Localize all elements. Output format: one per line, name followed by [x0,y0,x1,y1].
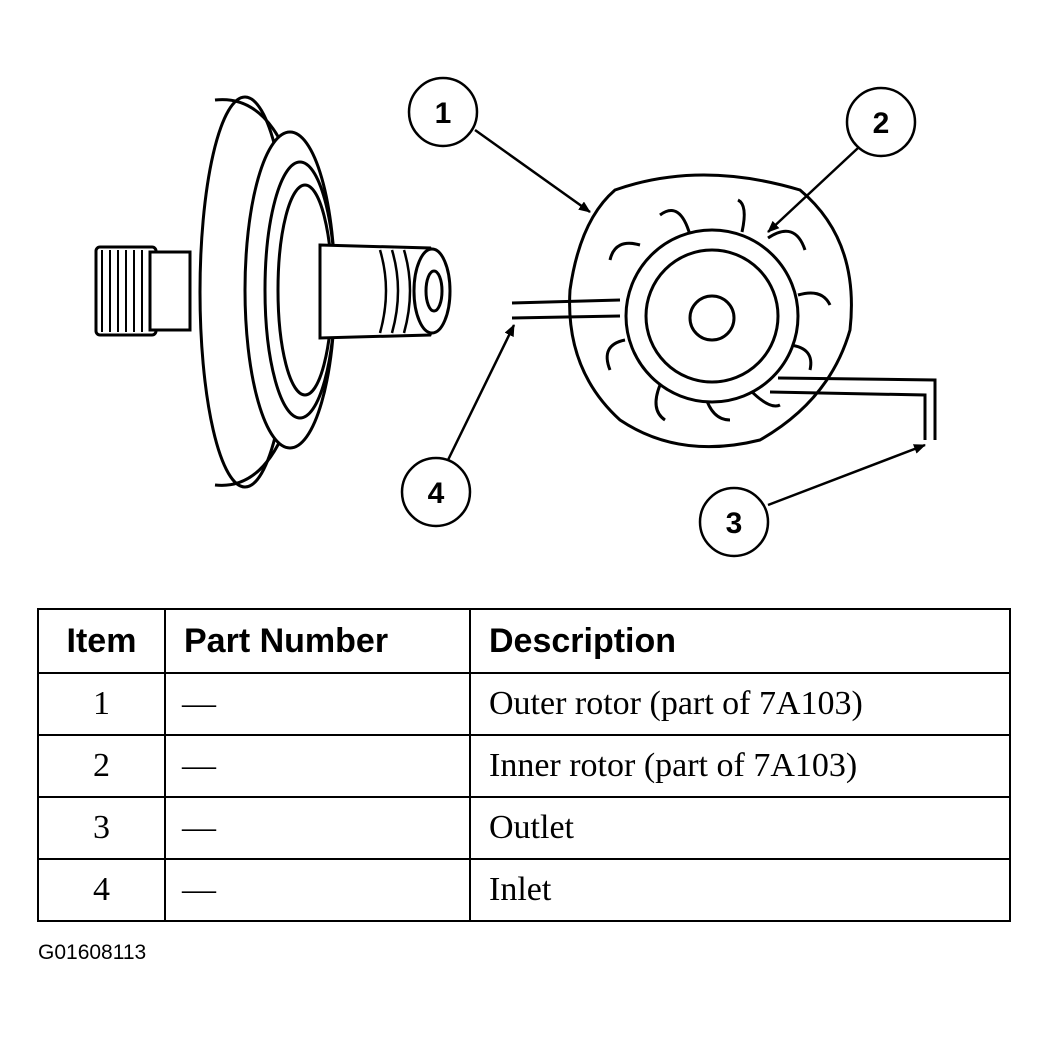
row-part-number: — [164,672,471,736]
header-description: Description [469,608,1011,674]
gerotor-face-view [511,173,937,449]
pump-shaft-assembly [94,95,452,489]
row-part-number: — [164,796,471,860]
table-row: 3 — Outlet [37,796,1011,860]
row-item: 3 [37,796,166,860]
callout-4: 4 [400,456,472,528]
table-row: 4 — Inlet [37,858,1011,922]
pump-illustration: 1 2 3 4 [94,76,937,558]
row-description: Outlet [469,796,1011,860]
row-description: Inner rotor (part of 7A103) [469,734,1011,798]
table-row: 2 — Inner rotor (part of 7A103) [37,734,1011,798]
callout-2: 2 [845,86,917,158]
parts-table: Item Part Number Description 1 — Outer r… [37,608,1011,922]
row-part-number: — [164,734,471,798]
callout-3: 3 [698,486,770,558]
row-part-number: — [164,858,471,922]
svg-text:2: 2 [873,107,890,140]
svg-text:1: 1 [435,97,452,130]
row-item: 1 [37,672,166,736]
row-description: Inlet [469,858,1011,922]
row-item: 2 [37,734,166,798]
svg-text:3: 3 [726,507,743,540]
table-row: 1 — Outer rotor (part of 7A103) [37,672,1011,736]
figure-id: G01608113 [38,941,147,964]
svg-text:4: 4 [428,477,445,510]
row-description: Outer rotor (part of 7A103) [469,672,1011,736]
header-item: Item [37,608,166,674]
header-part-number: Part Number [164,608,471,674]
row-item: 4 [37,858,166,922]
callout-1: 1 [407,76,479,148]
table-header-row: Item Part Number Description [37,608,1011,674]
callout-leaders [446,128,926,507]
